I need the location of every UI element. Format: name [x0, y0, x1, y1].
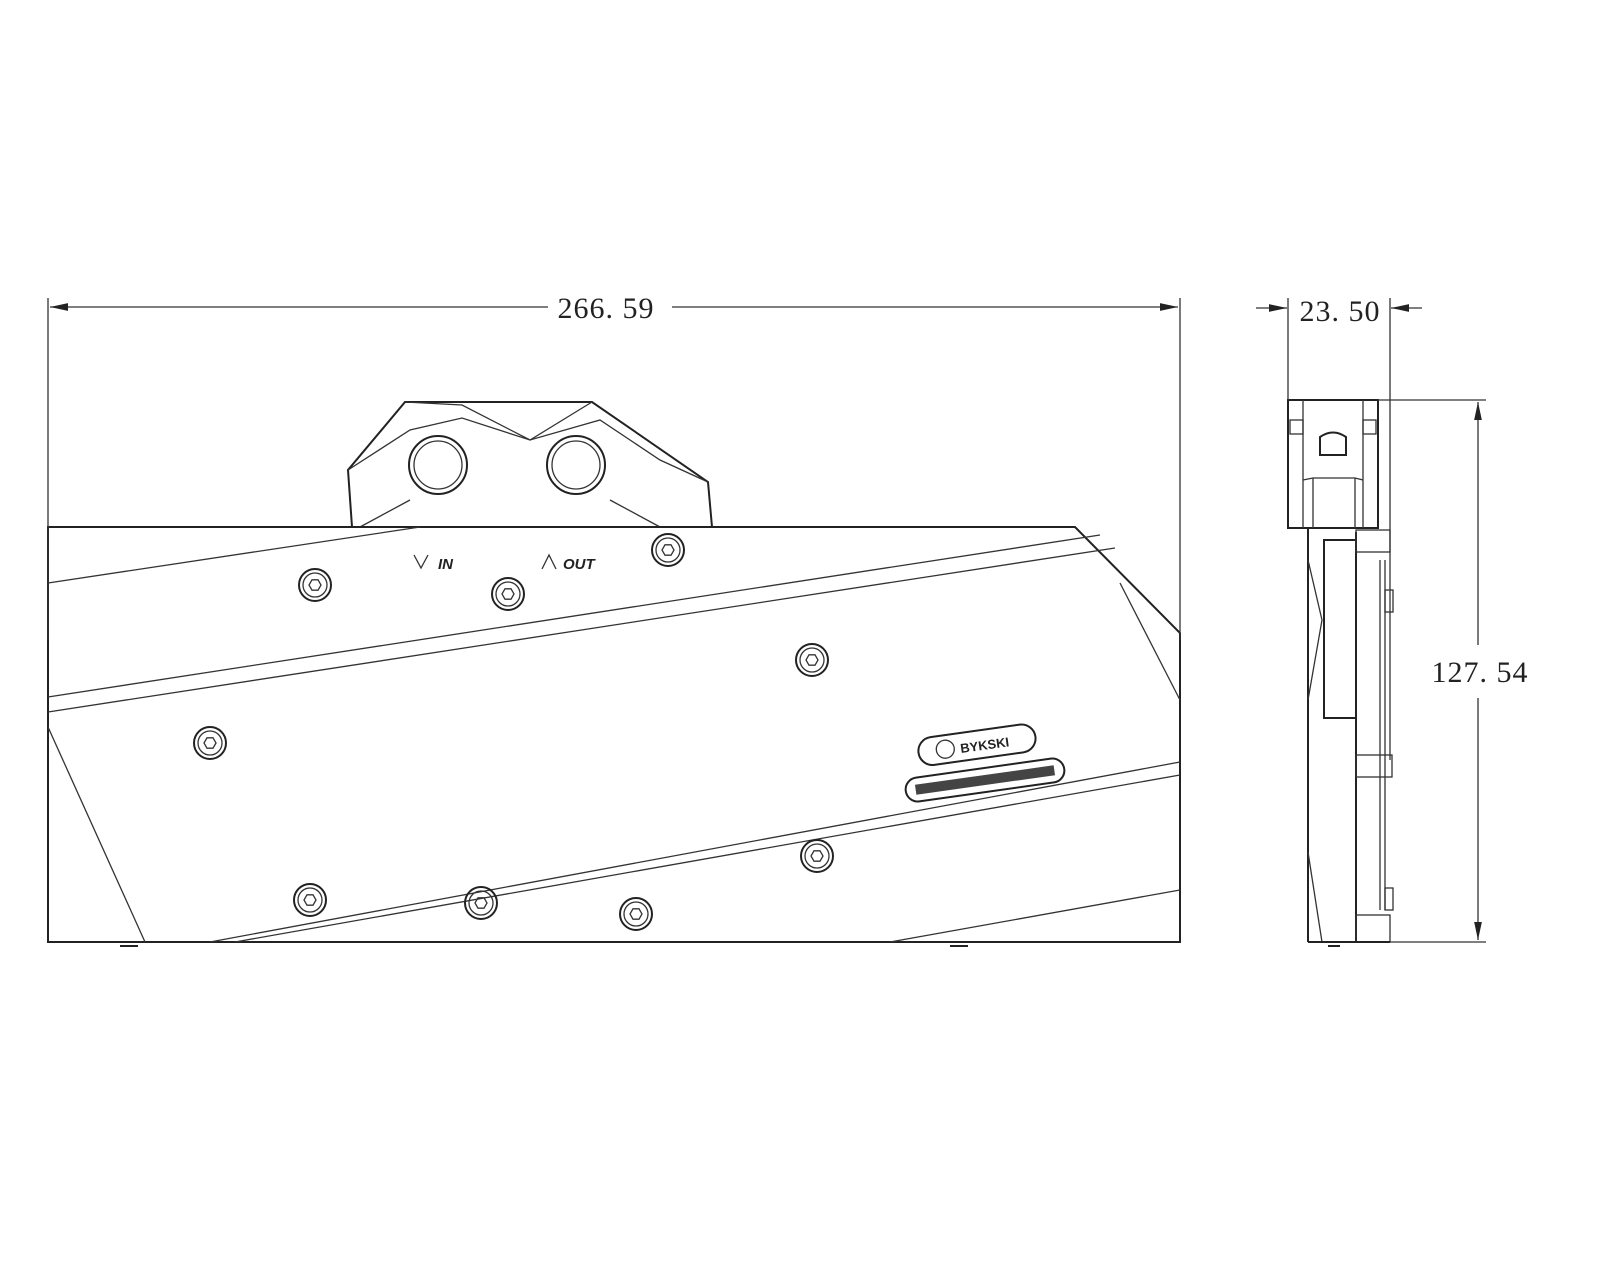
outlet-arrow-icon [541, 553, 557, 570]
main-plate [47, 526, 1181, 943]
dimension-thickness: 23. 50 [1256, 295, 1422, 760]
inlet-arrow-icon [413, 554, 429, 570]
screw-icon [293, 883, 327, 917]
outlet-port [546, 435, 606, 495]
svg-text:127. 54: 127. 54 [1432, 656, 1529, 689]
screw-icon [619, 897, 653, 931]
dimension-length: 266. 59 [47, 292, 1181, 640]
dimension-height: 127. 54 [1378, 399, 1529, 943]
screws [193, 533, 834, 931]
side-view [1287, 399, 1394, 947]
svg-text:23. 50: 23. 50 [1300, 295, 1381, 328]
inlet-port [408, 435, 468, 495]
brand-logo: BYKSKI [917, 723, 1037, 766]
screw-icon [795, 643, 829, 677]
screw-icon [651, 533, 685, 567]
svg-text:266. 59: 266. 59 [558, 292, 655, 325]
screw-icon [298, 568, 332, 602]
inlet-label: IN [438, 556, 454, 573]
outlet-label: OUT [563, 556, 597, 573]
screw-icon [464, 886, 498, 920]
front-view: IN OUT BYKSKI [47, 401, 1181, 947]
screw-icon [800, 839, 834, 873]
screw-icon [491, 577, 525, 611]
screw-icon [193, 726, 227, 760]
terminal-block [346, 401, 714, 528]
svg-text:BYKSKI: BYKSKI [959, 734, 1010, 756]
model-plate [904, 757, 1066, 803]
